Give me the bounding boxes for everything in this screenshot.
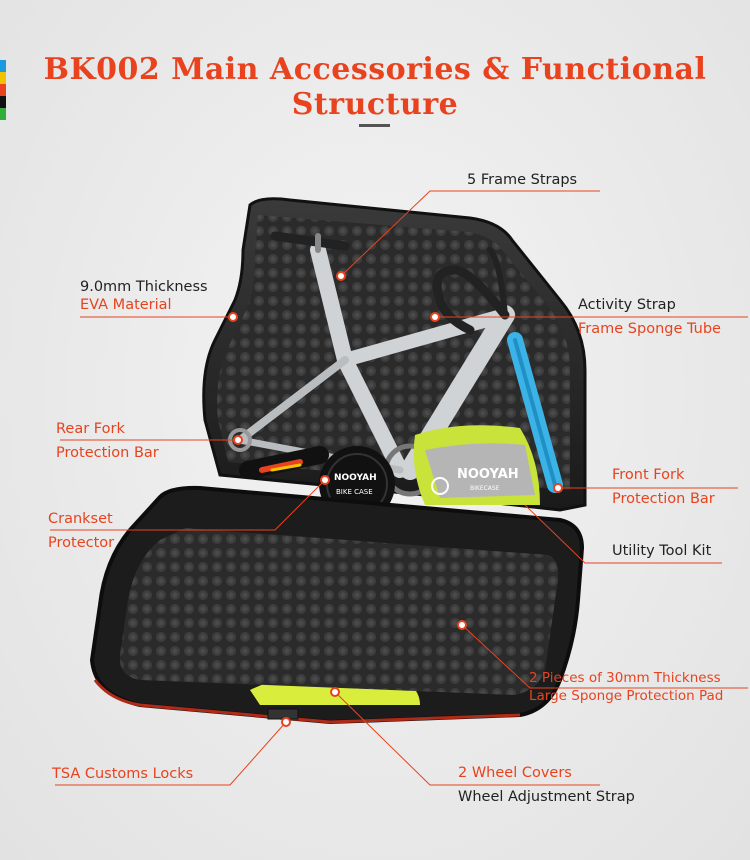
tsa-lock-icon <box>267 708 299 720</box>
label-wheel-strap: Wheel Adjustment Strap <box>458 789 635 805</box>
label-wheel-covers: 2 Wheel Covers <box>458 765 572 781</box>
label-sponge-tube: Frame Sponge Tube <box>578 321 721 337</box>
page-title: BK002 Main Accessories & Functional Stru… <box>43 52 707 122</box>
stripe-red <box>0 84 6 96</box>
label-front-fork-line1: Front Fork <box>612 467 685 483</box>
stripe-yellow <box>0 72 6 84</box>
stripe-green <box>0 108 6 120</box>
label-pad-line2: Large Sponge Protection Pad <box>529 688 724 704</box>
stripe-blue <box>0 60 6 72</box>
label-thickness-line2: EVA Material <box>80 297 172 313</box>
bag-brand-sub: BIKECASE <box>470 485 500 492</box>
label-front-fork-line2: Protection Bar <box>612 491 715 507</box>
bag-brand-text: NOOYAH <box>457 467 519 482</box>
stripe-black <box>0 96 6 108</box>
label-rear-fork-line2: Protection Bar <box>56 445 159 461</box>
lower-case-rim <box>93 679 521 724</box>
cover-brand-text: NOOYAH <box>334 473 377 483</box>
leader-lines <box>50 190 748 786</box>
sponge-pad <box>119 528 559 695</box>
title-divider <box>359 124 390 127</box>
label-frame-straps: 5 Frame Straps <box>467 172 578 188</box>
label-tsa-locks: TSA Customs Locks <box>52 766 194 782</box>
label-rear-fork-line1: Rear Fork <box>56 421 125 437</box>
label-crankset-line1: Crankset <box>48 511 113 527</box>
tool-kit-bag: NOOYAH BIKECASE <box>413 425 540 505</box>
label-crankset-line2: Protector <box>48 535 115 551</box>
bag-logo-icon <box>431 477 449 495</box>
label-pad-line1: 2 Pieces of 30mm Thickness <box>529 670 721 686</box>
label-tool-kit: Utility Tool Kit <box>612 543 712 559</box>
color-stripes <box>0 60 6 120</box>
cover-brand-sub: BIKE CASE <box>336 488 373 496</box>
label-thickness-line1: 9.0mm Thickness <box>80 279 208 295</box>
label-activity-strap: Activity Strap <box>578 297 676 313</box>
